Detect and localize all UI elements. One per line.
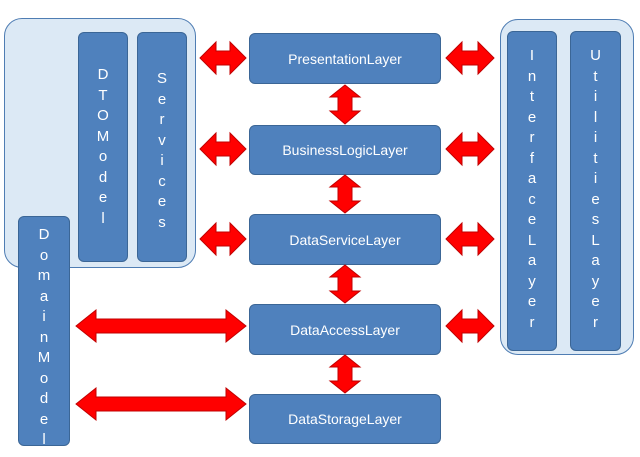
- label-letter: i: [42, 308, 46, 325]
- data-storage-layer-label: DataStorageLayer: [288, 411, 402, 427]
- label-letter: m: [37, 267, 51, 284]
- business-logic-layer-label: BusinessLogicLayer: [282, 142, 408, 158]
- arrow-dataaccess-datastorage: [328, 354, 362, 394]
- label-letter: v: [158, 131, 166, 149]
- label-letter: t: [593, 149, 598, 167]
- label-letter: s: [158, 213, 166, 231]
- label-letter: l: [101, 209, 105, 227]
- label-letter: e: [157, 193, 167, 210]
- presentation-layer-label: PresentationLayer: [288, 50, 402, 67]
- label-letter: a: [527, 252, 537, 269]
- label-letter: a: [591, 252, 600, 269]
- business-logic-layer-box: BusinessLogicLayer: [249, 125, 441, 175]
- label-letter: c: [528, 190, 536, 208]
- arrow-presentation-business: [328, 84, 362, 125]
- label-letter: d: [39, 390, 49, 407]
- label-letter: c: [158, 172, 166, 190]
- label-letter: t: [593, 67, 598, 85]
- label-letter: e: [39, 410, 49, 428]
- label-letter: r: [529, 129, 535, 146]
- label-letter: y: [528, 272, 536, 290]
- arrow-domain-datastorage: [75, 386, 247, 422]
- label-letter: r: [159, 111, 165, 128]
- label-letter: y: [591, 272, 600, 290]
- label-letter: n: [527, 67, 537, 85]
- label-letter: U: [590, 47, 601, 64]
- arrow-dataservice-dataaccess: [328, 264, 362, 304]
- label-letter: O: [97, 107, 109, 124]
- label-letter: e: [157, 90, 167, 108]
- label-letter: o: [39, 369, 49, 387]
- arrow-business-dataservice: [328, 174, 362, 214]
- label-letter: S: [156, 70, 167, 87]
- data-access-layer-label: DataAccessLayer: [290, 321, 400, 338]
- arrow-services-business: [199, 131, 247, 167]
- arrow-dataservice-interface: [445, 221, 495, 257]
- label-letter: a: [39, 287, 49, 305]
- arrow-presentation-interface: [445, 40, 495, 76]
- data-storage-layer-box: DataStorageLayer: [249, 394, 441, 444]
- arrow-domain-dataaccess: [75, 308, 247, 344]
- arrow-dataaccess-interface: [445, 308, 495, 344]
- data-service-layer-box: DataServiceLayer: [249, 214, 441, 265]
- label-letter: L: [591, 231, 600, 249]
- label-letter: e: [527, 108, 537, 126]
- label-letter: i: [593, 129, 598, 146]
- label-letter: I: [529, 47, 535, 64]
- label-letter: D: [97, 66, 109, 83]
- label-letter: a: [527, 170, 537, 187]
- label-letter: r: [593, 313, 598, 331]
- presentation-layer-box: PresentationLayer: [249, 33, 441, 84]
- label-letter: M: [96, 127, 110, 145]
- label-letter: o: [98, 148, 108, 165]
- label-letter: e: [527, 293, 537, 310]
- label-letter: l: [42, 431, 46, 448]
- label-letter: i: [593, 88, 598, 105]
- label-letter: D: [38, 226, 50, 243]
- label-letter: T: [98, 86, 108, 104]
- label-letter: i: [160, 152, 164, 169]
- data-service-layer-label: DataServiceLayer: [289, 231, 401, 248]
- label-letter: l: [593, 108, 598, 126]
- label-letter: e: [591, 293, 600, 310]
- label-letter: t: [529, 88, 535, 105]
- arrow-business-interface: [445, 131, 495, 167]
- label-letter: r: [529, 313, 535, 331]
- label-letter: n: [39, 328, 49, 346]
- label-letter: e: [527, 211, 537, 228]
- label-letter: M: [37, 349, 51, 366]
- label-letter: d: [98, 168, 108, 186]
- label-letter: L: [527, 231, 537, 249]
- arrow-services-presentation: [199, 40, 247, 76]
- label-letter: i: [593, 170, 598, 187]
- label-letter: f: [529, 149, 535, 167]
- label-letter: s: [591, 211, 600, 228]
- label-letter: e: [591, 190, 600, 208]
- label-letter: o: [39, 246, 49, 264]
- label-letter: e: [98, 189, 108, 206]
- arrow-services-dataservice: [199, 221, 247, 257]
